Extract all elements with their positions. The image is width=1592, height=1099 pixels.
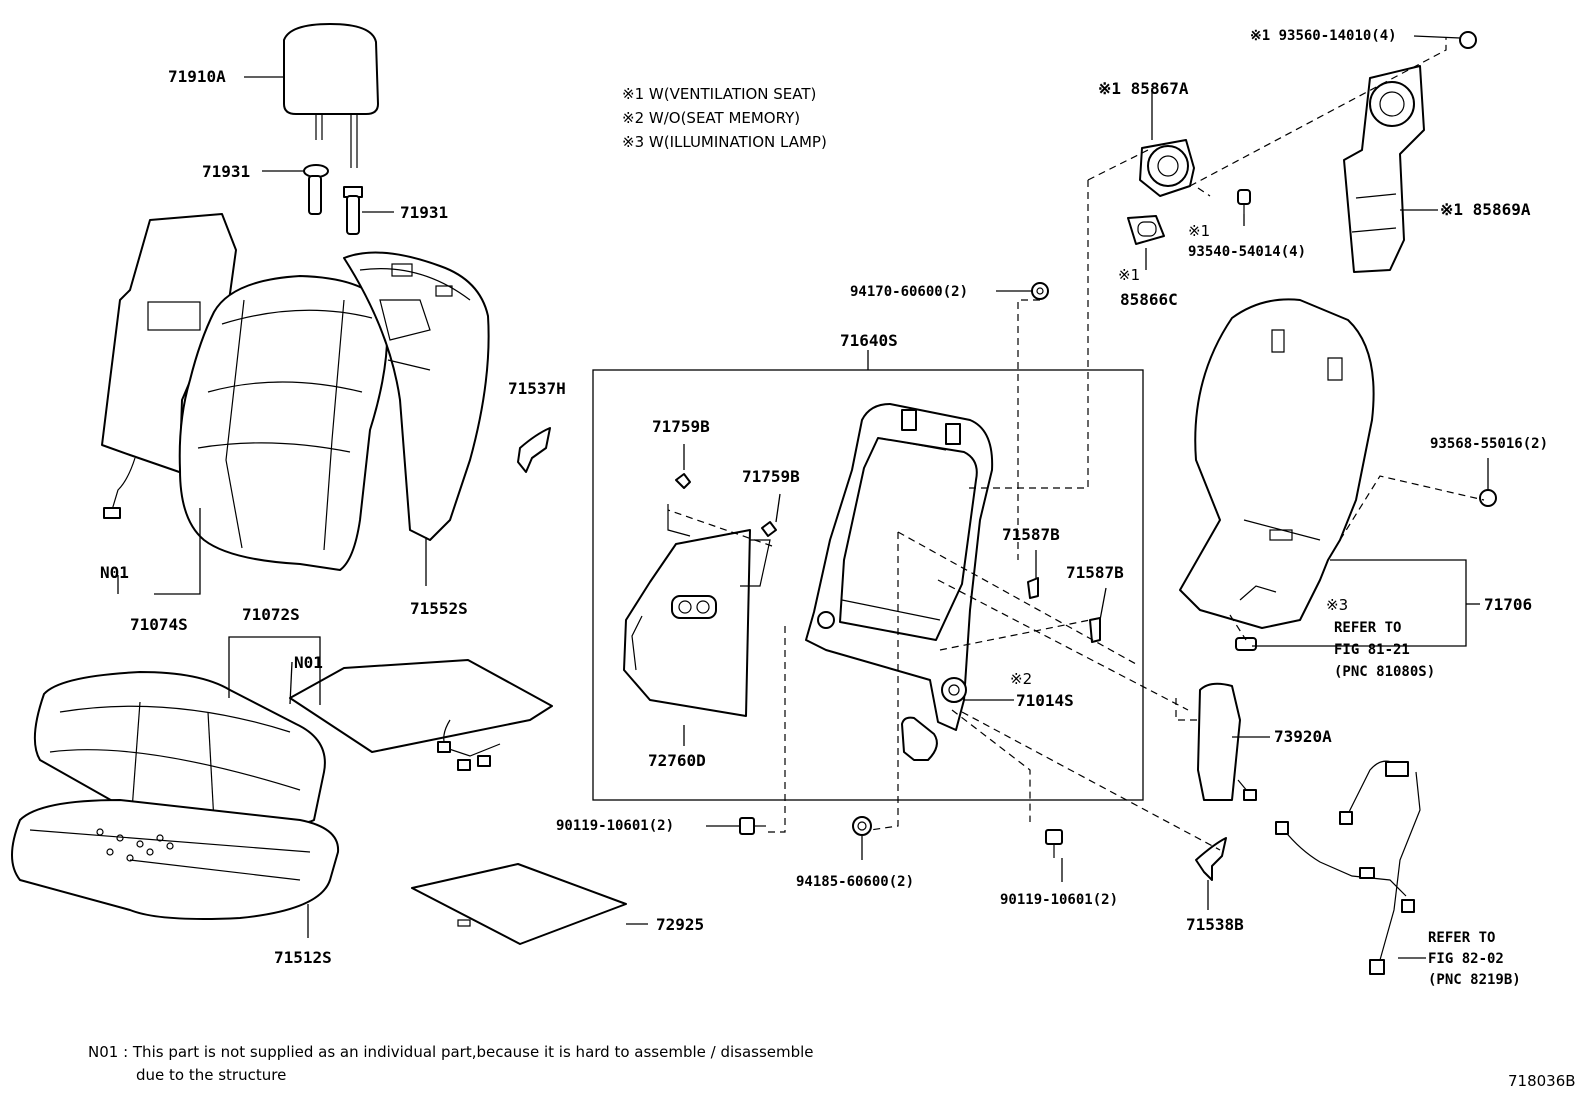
frame-clip-1[interactable]: [1027, 577, 1039, 599]
frame-clip-2[interactable]: [1089, 617, 1101, 643]
label-N01-b: N01: [294, 653, 323, 672]
footnote: N01 : This part is not supplied as an in…: [88, 1043, 814, 1084]
refer-1-line-b: FIG 81-21: [1334, 642, 1410, 658]
label-93560: ※1 93560-14010(4): [1250, 28, 1397, 44]
label-85866C: 85866C: [1120, 290, 1178, 309]
lumbar-support[interactable]: [623, 504, 771, 717]
refer-2-line-c: (PNC 8219B): [1428, 972, 1521, 988]
headrest-guide-left[interactable]: [303, 164, 329, 215]
legend-line-3: ※3 W(ILLUMINATION LAMP): [622, 133, 827, 151]
label-71072S: 71072S: [242, 605, 300, 624]
legend-line-1: ※1 W(VENTILATION SEAT): [622, 85, 816, 103]
cushion-heater-sheet[interactable]: [289, 659, 553, 771]
legend-line-2: ※2 W/O(SEAT MEMORY): [622, 109, 800, 127]
label-N01-a: N01: [100, 563, 129, 582]
label-71537H: 71537H: [508, 379, 566, 398]
ventilation-seal[interactable]: [1127, 215, 1165, 245]
ventilation-duct[interactable]: [1343, 65, 1425, 273]
label-71931-b: 71931: [400, 203, 448, 222]
dashed-assembly-lines: [667, 38, 1485, 851]
trim-cap-lower[interactable]: [1195, 837, 1227, 881]
label-71014S-note: ※2: [1010, 670, 1032, 688]
lumbar-clip-2[interactable]: [761, 521, 777, 537]
ventilation-screw-93540[interactable]: [1237, 189, 1251, 214]
label-93568: 93568-55016(2): [1430, 436, 1548, 452]
illumination-lamp-bulb[interactable]: [1235, 637, 1257, 651]
label-71759B-a: 71759B: [652, 417, 710, 436]
label-71587B-b: 71587B: [1066, 563, 1124, 582]
nut-94170[interactable]: [1031, 282, 1049, 300]
lumbar-clip-1[interactable]: [675, 473, 691, 489]
headrest-guide-right[interactable]: [343, 186, 363, 235]
refer-2-line-a: REFER TO: [1428, 930, 1495, 946]
label-71587B-a: 71587B: [1002, 525, 1060, 544]
label-73920A: 73920A: [1274, 727, 1332, 746]
part-labels: 71910A 71931 71931 N01 71074S 71072S N01…: [100, 28, 1548, 988]
label-71074S: 71074S: [130, 615, 188, 634]
seatback-frame[interactable]: [805, 403, 994, 731]
seatback-rear-panel[interactable]: [343, 251, 490, 541]
footnote-line-2: due to the structure: [136, 1066, 286, 1084]
ventilation-fan[interactable]: [1139, 139, 1195, 197]
leader-lines: [117, 35, 1489, 959]
label-71014S: 71014S: [1016, 691, 1074, 710]
label-85866C-note: ※1: [1118, 266, 1140, 284]
label-71759B-b: 71759B: [742, 467, 800, 486]
label-71910A: 71910A: [168, 67, 226, 86]
label-94170: 94170-60600(2): [850, 284, 968, 300]
refer-1-line-c: (PNC 81080S): [1334, 664, 1435, 680]
label-71538B: 71538B: [1186, 915, 1244, 934]
headrest[interactable]: [283, 23, 379, 168]
nut-94185[interactable]: [852, 816, 872, 836]
side-airbag[interactable]: [1197, 682, 1257, 801]
label-90119-right: 90119-10601(2): [1000, 892, 1118, 908]
label-71931-a: 71931: [202, 162, 250, 181]
bolt-90119-right[interactable]: [1045, 829, 1063, 858]
label-93540-note: ※1: [1188, 222, 1210, 240]
seatback-pad[interactable]: [101, 213, 237, 519]
ventilation-clip-93560[interactable]: [1459, 31, 1477, 49]
label-93540: 93540-54014(4): [1188, 244, 1306, 260]
cushion-undercover-sheet[interactable]: [411, 863, 627, 945]
recliner-cover[interactable]: [901, 716, 938, 761]
refer-1-note: ※3: [1326, 596, 1348, 614]
figure-id: 718036B: [1508, 1072, 1576, 1090]
label-71552S: 71552S: [410, 599, 468, 618]
board-clip-93568[interactable]: [1479, 489, 1497, 507]
refer-2-line-b: FIG 82-02: [1428, 951, 1504, 967]
label-90119-left: 90119-10601(2): [556, 818, 674, 834]
label-72925: 72925: [656, 915, 704, 934]
footnote-line-1: N01 : This part is not supplied as an in…: [88, 1043, 814, 1061]
seatback-cover[interactable]: [178, 275, 389, 571]
label-71512S: 71512S: [274, 948, 332, 967]
label-72760D: 72760D: [648, 751, 706, 770]
label-85867A: ※1 85867A: [1098, 79, 1189, 98]
label-71706: 71706: [1484, 595, 1532, 614]
label-94185: 94185-60600(2): [796, 874, 914, 890]
seatback-board[interactable]: [1179, 298, 1375, 629]
label-85869A: ※1 85869A: [1440, 200, 1531, 219]
cushion-cover[interactable]: [33, 671, 326, 833]
bolt-90119-left[interactable]: [739, 817, 766, 835]
wire-harness[interactable]: [1275, 760, 1421, 975]
trim-cap[interactable]: [517, 427, 551, 473]
legend: ※1 W(VENTILATION SEAT) ※2 W/O(SEAT MEMOR…: [622, 85, 827, 151]
refer-1-line-a: REFER TO: [1334, 620, 1401, 636]
label-71640S: 71640S: [840, 331, 898, 350]
cushion-pad[interactable]: [11, 799, 340, 920]
